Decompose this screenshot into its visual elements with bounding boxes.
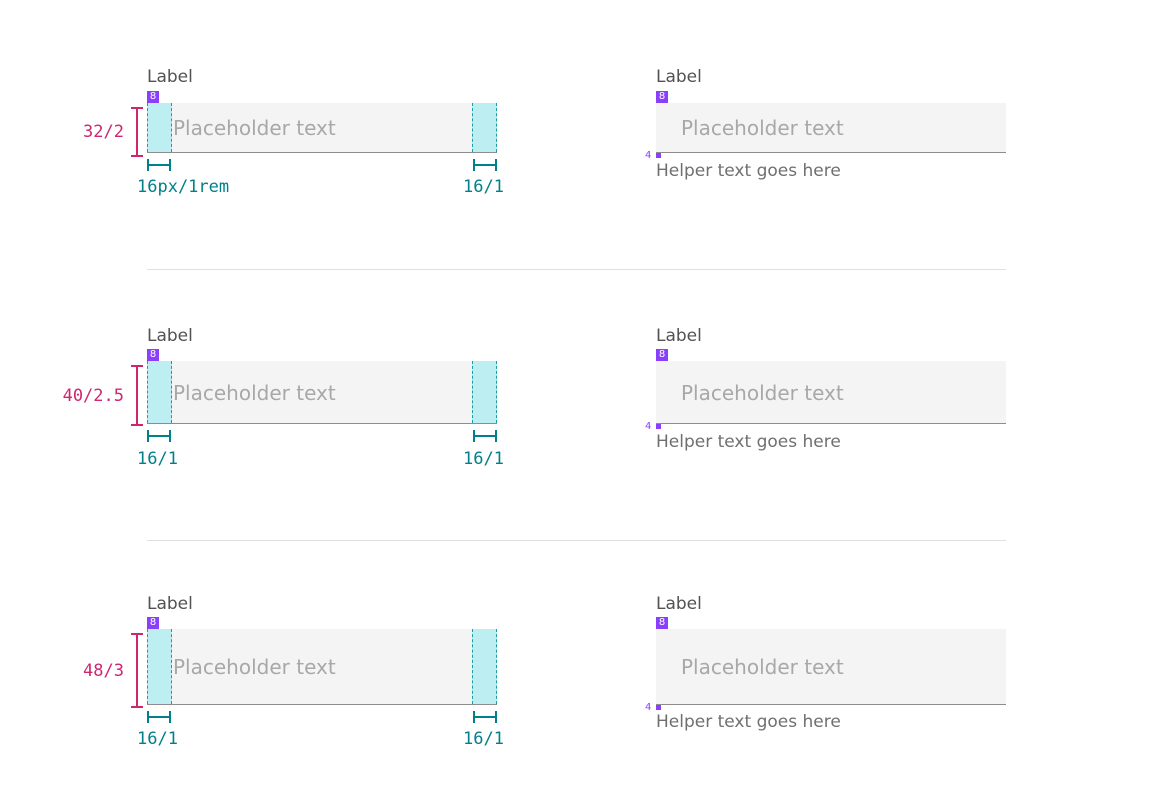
height-label: 32/2 (83, 122, 124, 142)
helper-text: Helper text goes here (656, 161, 841, 181)
height-label: 48/3 (83, 661, 124, 681)
field-label: Label (656, 594, 702, 614)
spacing-label-4: 4 (645, 421, 652, 432)
spacing-badge-8: 8 (656, 617, 668, 629)
text-input-field (656, 103, 1006, 153)
field-label: Label (147, 67, 193, 87)
text-input-field (656, 629, 1006, 705)
field-label: Label (147, 594, 193, 614)
padding-left-bracket (147, 711, 171, 723)
helper-text: Helper text goes here (656, 712, 841, 732)
spacing-badge-8: 8 (656, 349, 668, 361)
padding-right-highlight (472, 103, 497, 152)
padding-right-highlight (472, 361, 497, 423)
padding-left-highlight (147, 629, 172, 704)
placeholder-text: Placeholder text (681, 381, 844, 405)
padding-left-label: 16/1 (137, 449, 178, 469)
height-label: 40/2.5 (62, 386, 124, 406)
padding-left-label: 16/1 (137, 729, 178, 749)
text-input-field (656, 361, 1006, 424)
spacing-marker-4 (656, 424, 661, 429)
padding-right-bracket (473, 159, 497, 171)
field-label: Label (656, 326, 702, 346)
padding-right-bracket (473, 430, 497, 442)
helper-text: Helper text goes here (656, 432, 841, 452)
padding-left-label: 16px/1rem (137, 177, 230, 197)
placeholder-text: Placeholder text (681, 116, 844, 140)
spacing-badge-8: 8 (656, 91, 668, 103)
spacing-badge-8: 8 (147, 349, 159, 361)
placeholder-text: Placeholder text (173, 381, 336, 405)
padding-right-highlight (472, 629, 497, 704)
field-label: Label (147, 326, 193, 346)
section-divider (147, 269, 1006, 270)
padding-right-label: 16/1 (463, 177, 504, 197)
spacing-badge-8: 8 (147, 91, 159, 103)
spacing-marker-4 (656, 153, 661, 158)
text-input-field (147, 103, 497, 153)
padding-left-bracket (147, 159, 171, 171)
height-bracket (131, 107, 143, 157)
text-input-field (147, 629, 497, 705)
spacing-badge-8: 8 (147, 617, 159, 629)
field-label: Label (656, 67, 702, 87)
padding-left-highlight (147, 103, 172, 152)
placeholder-text: Placeholder text (681, 655, 844, 679)
padding-right-label: 16/1 (463, 449, 504, 469)
padding-right-label: 16/1 (463, 729, 504, 749)
section-divider (147, 540, 1006, 541)
placeholder-text: Placeholder text (173, 655, 336, 679)
text-input-field (147, 361, 497, 424)
height-bracket (131, 633, 143, 708)
padding-left-bracket (147, 430, 171, 442)
spacing-label-4: 4 (645, 702, 652, 713)
padding-right-bracket (473, 711, 497, 723)
spacing-marker-4 (656, 705, 661, 710)
spacing-label-4: 4 (645, 150, 652, 161)
placeholder-text: Placeholder text (173, 116, 336, 140)
padding-left-highlight (147, 361, 172, 423)
height-bracket (131, 365, 143, 426)
